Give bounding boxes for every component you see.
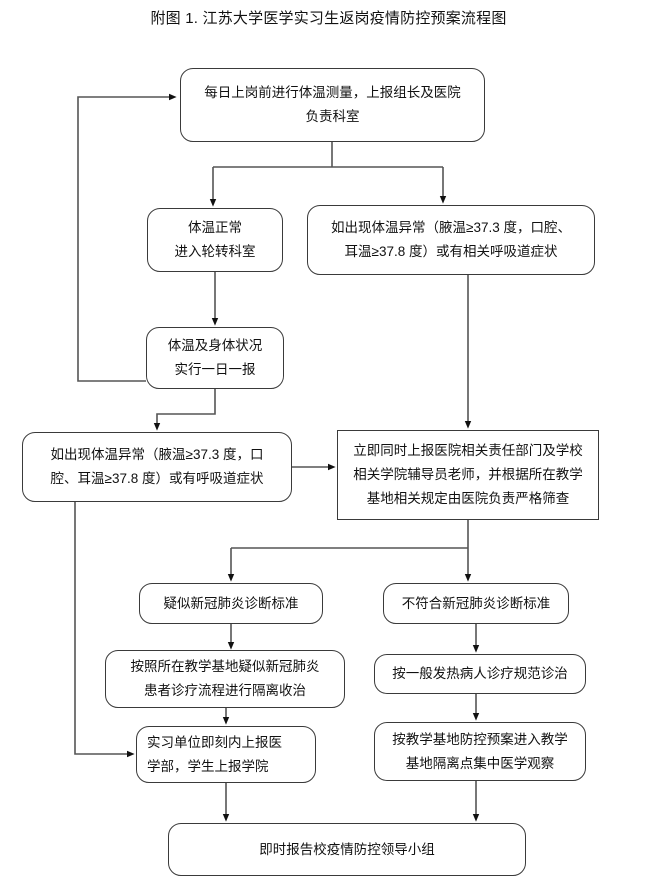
flow-node-immediate-report: 立即同时上报医院相关责任部门及学校 相关学院辅导员老师，并根据所在教学 基地相关… xyxy=(337,430,599,520)
flow-node-label: 如出现体温异常（腋温≥37.3 度，口 腔、耳温≥37.8 度）或有呼吸道症状 xyxy=(50,447,264,486)
flow-node-temp-abnormal-top: 如出现体温异常（腋温≥37.3 度，口腔、 耳温≥37.8 度）或有相关呼吸道症… xyxy=(307,205,595,275)
figure-title: 附图 1. 江苏大学医学实习生返岗疫情防控预案流程图 xyxy=(150,10,507,27)
flow-node-label: 立即同时上报医院相关责任部门及学校 相关学院辅导员老师，并根据所在教学 基地相关… xyxy=(353,443,583,506)
flow-node-label: 体温正常 进入轮转科室 xyxy=(174,220,256,259)
flow-node-report-leadership: 即时报告校疫情防控领导小组 xyxy=(168,823,526,876)
flow-node-label: 按教学基地防控预案进入教学 基地隔离点集中医学观察 xyxy=(392,731,568,771)
flow-node-label: 实习单位即刻内上报医 学部，学生上报学院 xyxy=(147,734,282,774)
flow-node-daily-report: 体温及身体状况 实行一日一报 xyxy=(146,327,284,389)
flow-node-suspected-criteria: 疑似新冠肺炎诊断标准 xyxy=(139,583,323,624)
flow-node-label: 不符合新冠肺炎诊断标准 xyxy=(401,595,551,611)
flow-node-temp-abnormal-second: 如出现体温异常（腋温≥37.3 度，口 腔、耳温≥37.8 度）或有呼吸道症状 xyxy=(22,432,292,502)
flow-node-label: 体温及身体状况 实行一日一报 xyxy=(167,338,263,377)
flow-node-isolation-treatment: 按照所在教学基地疑似新冠肺炎 患者诊疗流程进行隔离收治 xyxy=(105,650,345,708)
flow-node-label: 按照所在教学基地疑似新冠肺炎 患者诊疗流程进行隔离收治 xyxy=(130,659,320,698)
flow-node-label: 如出现体温异常（腋温≥37.3 度，口腔、 耳温≥37.8 度）或有相关呼吸道症… xyxy=(331,220,571,259)
flow-node-label: 疑似新冠肺炎诊断标准 xyxy=(163,595,299,611)
flow-node-unit-report: 实习单位即刻内上报医 学部，学生上报学院 xyxy=(136,726,316,783)
flow-node-label: 即时报告校疫情防控领导小组 xyxy=(259,841,435,857)
flow-node-label: 每日上岗前进行体温测量，上报组长及医院 负责科室 xyxy=(204,85,461,124)
connector-daily-report-down xyxy=(153,389,216,431)
flow-node-not-meeting-criteria: 不符合新冠肺炎诊断标准 xyxy=(383,583,569,624)
flow-node-fever-standard-care: 按一般发热病人诊疗规范诊治 xyxy=(374,654,586,694)
flow-node-base-quarantine: 按教学基地防控预案进入教学 基地隔离点集中医学观察 xyxy=(374,722,586,781)
flow-node-daily-temp-check: 每日上岗前进行体温测量，上报组长及医院 负责科室 xyxy=(180,68,485,142)
flow-node-label: 按一般发热病人诊疗规范诊治 xyxy=(392,666,568,681)
flow-node-temp-normal: 体温正常 进入轮转科室 xyxy=(147,208,283,272)
connector-abnormal-second-to-unit-report xyxy=(74,502,135,758)
